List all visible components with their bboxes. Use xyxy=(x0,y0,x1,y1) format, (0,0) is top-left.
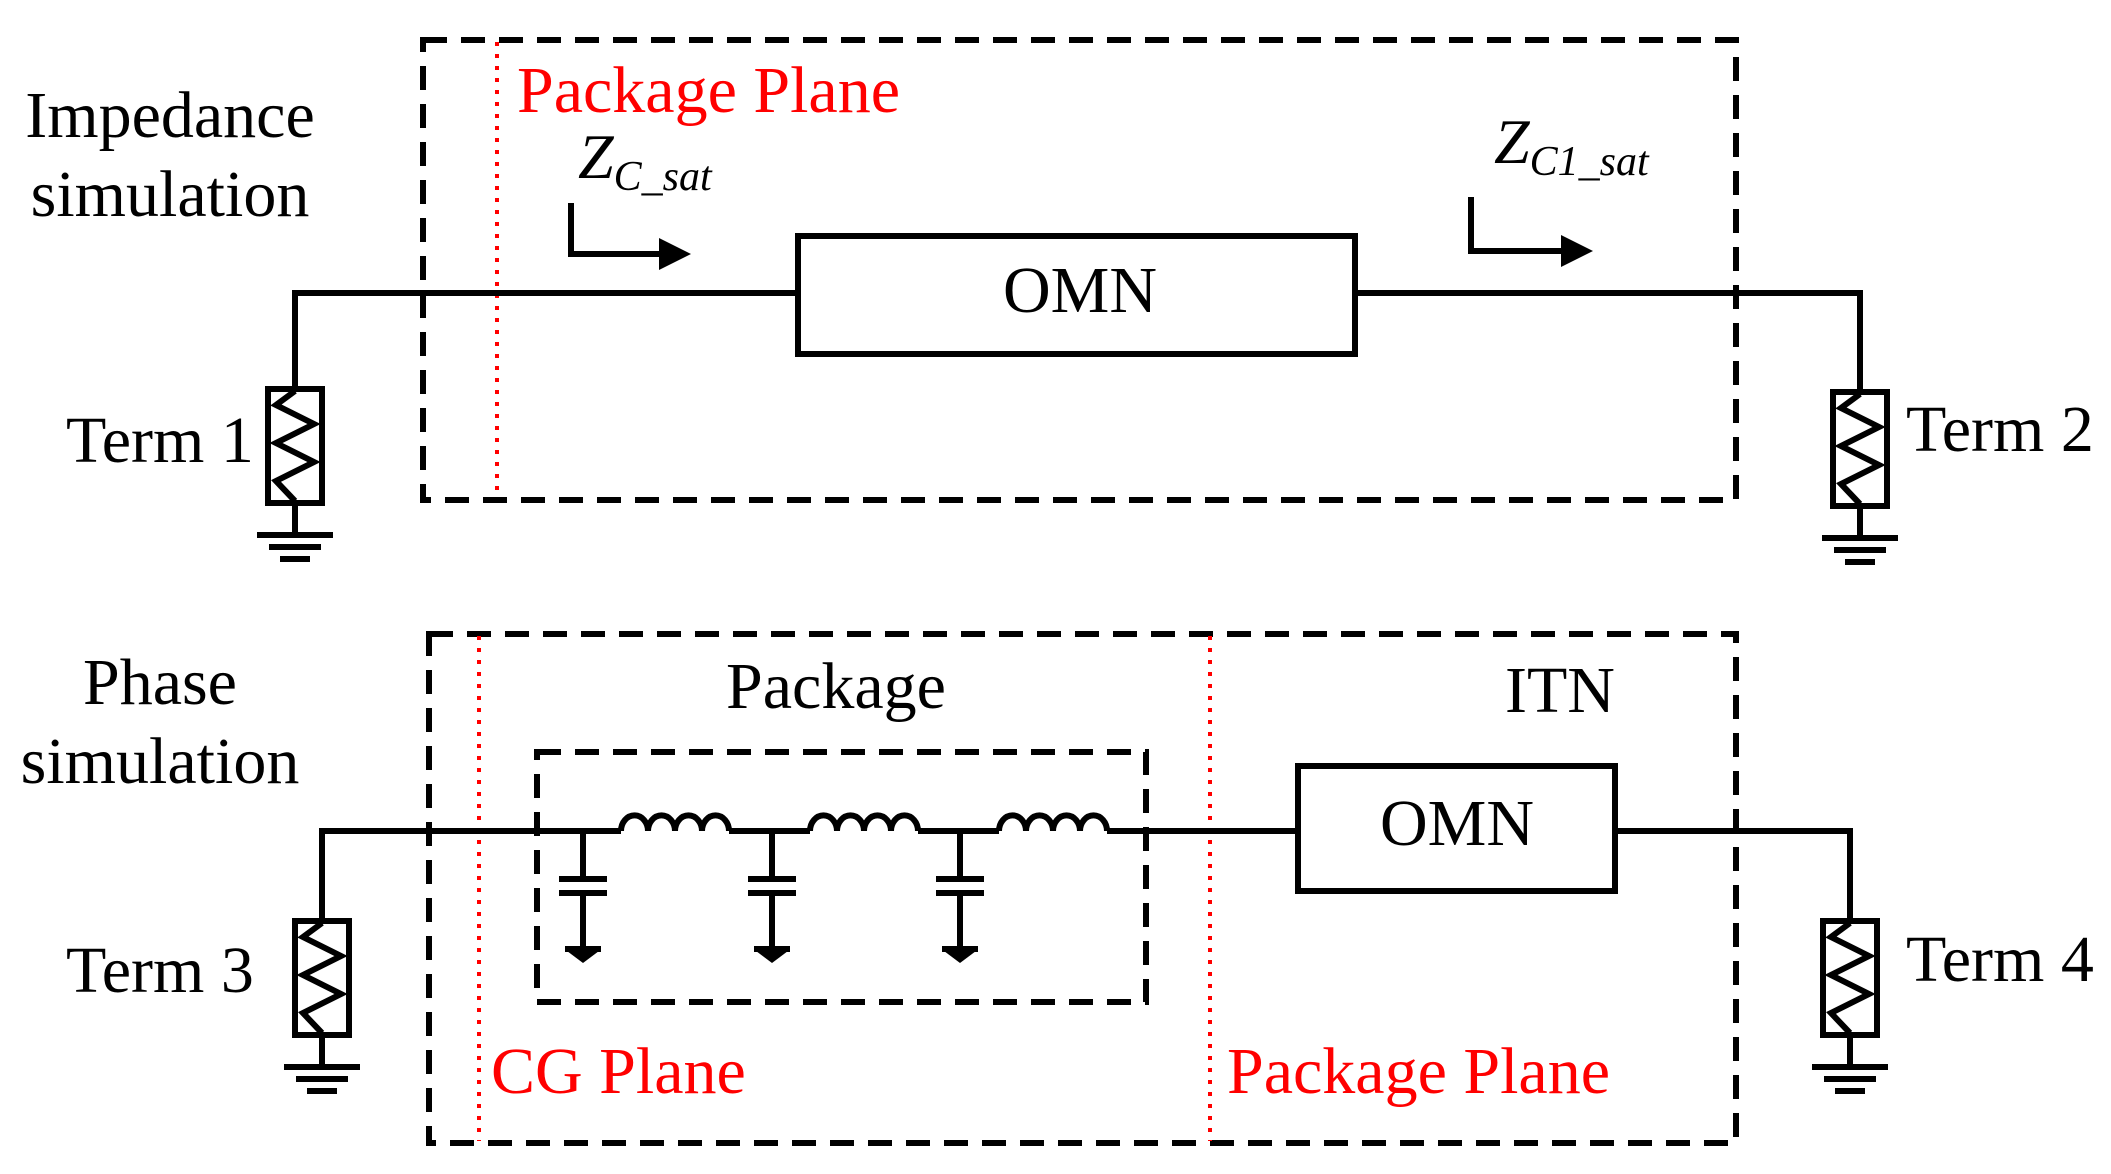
ground-icon xyxy=(1822,506,1898,562)
impedance-left-wire xyxy=(292,290,798,389)
capacitor-icon xyxy=(748,831,796,963)
impedance-title-line2: simulation xyxy=(31,158,310,231)
itn-label: ITN xyxy=(1505,654,1615,727)
term3-label: Term 3 xyxy=(66,934,254,1007)
cg-plane-label: CG Plane xyxy=(491,1035,746,1108)
resistor-icon xyxy=(1833,392,1887,506)
inductor-icon xyxy=(999,815,1107,831)
ground-icon xyxy=(257,503,333,559)
omn-block-top xyxy=(795,233,1358,357)
impedance-title-line1: Impedance xyxy=(25,79,315,152)
ground-icon xyxy=(284,1035,360,1091)
arrow-icon xyxy=(568,203,691,270)
zc1-sat-label: ZC1_sat xyxy=(1494,106,1650,185)
impedance-dashed-boundary xyxy=(420,37,1739,503)
arrow-icon xyxy=(1468,197,1593,267)
impedance-simulation-section: Impedance simulation Package Plane ZC_sa… xyxy=(25,37,2094,562)
resistor-icon xyxy=(268,389,322,503)
ground-icon xyxy=(1812,1035,1888,1091)
phase-right-wire xyxy=(1615,828,1853,921)
phase-dashed-boundary xyxy=(426,631,1739,1146)
resistor-icon xyxy=(1823,921,1877,1035)
term1-label: Term 1 xyxy=(66,404,254,477)
package-dashed-box xyxy=(534,749,1149,1005)
inductor-icon xyxy=(810,815,918,831)
capacitor-icon xyxy=(559,831,607,963)
capacitor-icon xyxy=(936,831,984,963)
phase-left-wire xyxy=(319,828,621,921)
omn-label-top: OMN xyxy=(1003,254,1157,327)
package-label: Package xyxy=(726,650,946,723)
phase-title-line1: Phase xyxy=(83,646,237,719)
zc-sat-label: ZC_sat xyxy=(578,121,713,200)
impedance-right-wire xyxy=(1355,290,1863,392)
term2-label: Term 2 xyxy=(1906,393,2094,466)
omn-label-bottom: OMN xyxy=(1380,787,1534,860)
resistor-icon xyxy=(295,921,349,1035)
phase-simulation-section: Phase simulation Package ITN CG Plane Pa… xyxy=(21,631,2094,1146)
term4-label: Term 4 xyxy=(1906,923,2094,996)
phase-package-plane-label: Package Plane xyxy=(1227,1035,1610,1108)
inductor-icon xyxy=(621,815,729,831)
phase-title-line2: simulation xyxy=(21,725,300,798)
omn-block-bottom xyxy=(1295,763,1618,894)
impedance-package-plane-label: Package Plane xyxy=(517,54,900,127)
